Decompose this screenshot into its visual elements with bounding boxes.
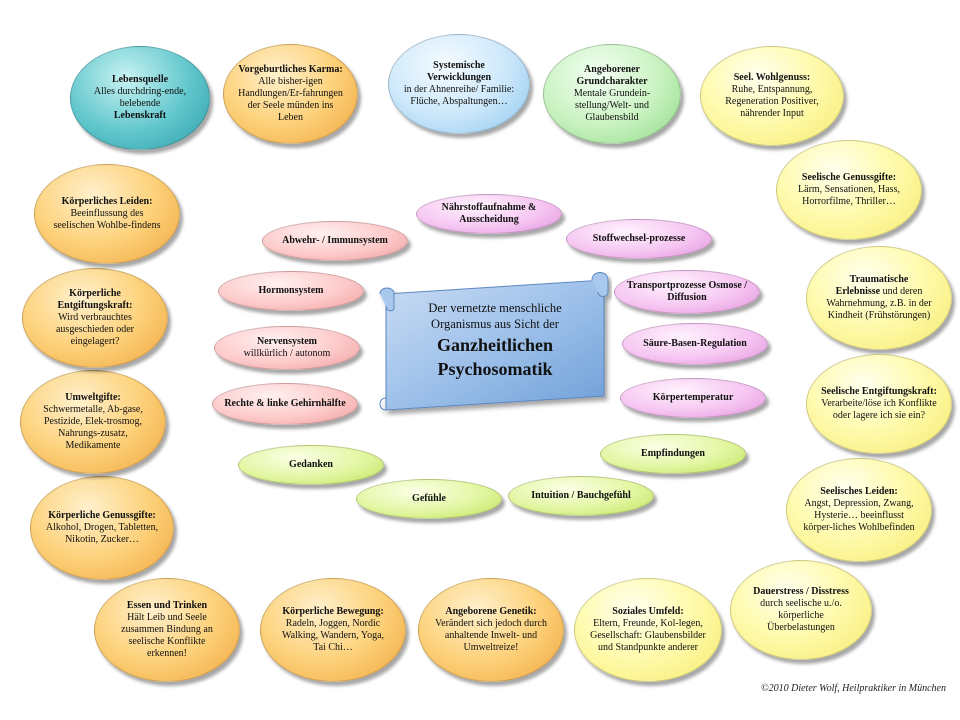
node-saeure-basen: Säure-Basen-Regulation (622, 323, 768, 365)
node-title: Seelisches Leiden: (820, 485, 898, 497)
node-traumatische-erlebnisse: Traumatische Erlebnisse und deren Wahrne… (806, 246, 952, 350)
node-title: Essen und Trinken (126, 599, 208, 611)
node-title: Vorgeburtliches Karma: (238, 63, 343, 75)
center-scroll (379, 272, 609, 411)
node-lebensquelle: Lebensquelle Alles durchdring-ende, bele… (70, 46, 210, 150)
node-title: Lebensquelle (111, 73, 169, 85)
node-title: Soziales Umfeld: (612, 605, 684, 617)
node-desc: Schwermetalle, Ab-gase, Pestizide, Elek-… (43, 403, 143, 452)
node-desc: durch seelische u./o. körperliche Überbe… (760, 597, 842, 634)
node-desc: Hält Leib und Seele zusammen Bindung an … (121, 611, 213, 660)
center-title-block: Der vernetzte menschliche Organismus aus… (386, 300, 604, 381)
node-desc: Eltern, Freunde, Kol-legen, Gesellschaft… (590, 617, 706, 654)
node-desc: Angst, Depression, Zwang, Hysterie… beei… (803, 497, 915, 534)
node-title: Körperliche Genussgifte: (48, 509, 156, 521)
node-empfindungen: Empfindungen (600, 434, 746, 474)
node-seelische-genussgifte: Seelische Genussgifte: Lärm, Sensationen… (776, 140, 922, 240)
node-title: Traumatische (849, 273, 909, 285)
node-label: Nervensystem (257, 335, 317, 347)
node-gedanken: Gedanken (238, 445, 384, 485)
node-koerperliche-genussgifte: Körperliche Genussgifte: Alkohol, Drogen… (30, 476, 174, 580)
node-desc: Lärm, Sensationen, Hass, Horrorfilme, Th… (798, 183, 900, 208)
node-transportprozesse: Transportprozesse Osmose / Diffusion (614, 270, 760, 314)
node-desc: Beeinflussung des seelischen Wohlbe-find… (53, 207, 161, 232)
node-label: Stoffwechsel-prozesse (592, 232, 686, 244)
node-title: Seelische Genussgifte: (801, 171, 897, 183)
node-title: Dauerstress / Disstress (753, 585, 849, 597)
node-koerperliches-leiden: Körperliches Leiden: Beeinflussung des s… (34, 164, 180, 264)
node-grundcharakter: Angeborener Grundcharakter Mentale Grund… (543, 44, 681, 144)
node-title: Angeborener Grundcharakter (576, 63, 648, 87)
node-label: Transportprozesse Osmose / Diffusion (626, 279, 748, 303)
node-genetik: Angeborene Genetik: Verändert sich jedoc… (418, 578, 564, 682)
node-label: Säure-Basen-Regulation (643, 337, 747, 349)
node-desc: Alles durchdring-ende, belebende (93, 85, 187, 109)
node-desc: Ruhe, Entspannung, Regeneration Positive… (725, 83, 819, 120)
node-label: Nährstoffaufnahme & Ausscheidung (441, 201, 537, 225)
node-gefuehle: Gefühle (356, 479, 502, 519)
center-title-line1: Ganzheitlichen (437, 334, 553, 355)
node-nervensystem: Nervensystem willkürlich / autonom (214, 326, 360, 370)
node-soziales-umfeld: Soziales Umfeld: Eltern, Freunde, Kol-le… (574, 578, 722, 682)
node-koerperliche-entgiftungskraft: Körperliche Entgiftungskraft: Wird verbr… (22, 268, 168, 368)
node-label: Hormonsystem (258, 284, 324, 296)
node-seelische-entgiftungskraft: Seelische Entgiftungskraft: Verarbeite/l… (806, 354, 952, 454)
node-label: Körpertemperatur (652, 391, 734, 403)
node-title: Seelische Entgiftungskraft: (821, 385, 937, 397)
node-desc: Wird verbrauchtes ausgeschieden oder ein… (55, 311, 135, 348)
node-label: Intuition / Bauchgefühl (531, 489, 631, 501)
node-gehirnhaelfte: Rechte & linke Gehirnhälfte (212, 383, 358, 425)
node-label: Rechte & linke Gehirnhälfte (224, 397, 346, 409)
node-title: Körperliche Bewegung: (282, 605, 384, 617)
center-title-line2: Psychosomatik (437, 358, 553, 379)
node-desc: Alle bisher-igen Handlungen/Er-fahrungen… (238, 75, 343, 124)
node-karma: Vorgeburtliches Karma: Alle bisher-igen … (223, 44, 358, 144)
node-desc: Mentale Grundein-stellung/Welt- und Glau… (573, 87, 651, 124)
node-title: Seel. Wohlgenuss: (733, 71, 811, 83)
node-seelisches-leiden: Seelisches Leiden: Angst, Depression, Zw… (786, 458, 932, 562)
node-hormonsystem: Hormonsystem (218, 271, 364, 311)
node-desc: Radeln, Joggen, Nordic Walking, Wandern,… (281, 617, 385, 654)
node-title: Angeborene Genetik: (445, 605, 537, 617)
center-subtitle-line2: Organismus aus Sicht der (431, 317, 559, 332)
node-label: Empfindungen (641, 447, 705, 459)
node-desc: Alkohol, Drogen, Tabletten, Nikotin, Zuc… (45, 521, 159, 546)
node-intuition: Intuition / Bauchgefühl (508, 476, 654, 516)
node-dauerstress: Dauerstress / Disstress durch seelische … (730, 560, 872, 660)
node-stoffwechsel: Stoffwechsel-prozesse (566, 219, 712, 259)
node-title: Systemische Verwicklungen (426, 59, 492, 83)
center-subtitle-line1: Der vernetzte menschliche (428, 301, 562, 315)
node-desc: Verändert sich jedoch durch anhaltende I… (435, 617, 547, 654)
node-title: Körperliche Entgiftungskraft: (57, 287, 133, 311)
node-title: Körperliches Leiden: (61, 195, 153, 207)
node-essen-trinken: Essen und Trinken Hält Leib und Seele zu… (94, 578, 240, 682)
node-desc-bold: Lebenskraft (113, 110, 167, 122)
node-title: Umweltgifte: (65, 391, 121, 403)
node-desc: und deren Wahrnehmung, z.B. in der Kindh… (826, 285, 932, 322)
node-umweltgifte: Umweltgifte: Schwermetalle, Ab-gase, Pes… (20, 370, 166, 474)
copyright: ©2010 Dieter Wolf, Heilpraktiker in Münc… (761, 683, 946, 694)
node-desc: Verarbeite/löse ich Konflikte oder lager… (821, 397, 937, 422)
node-label: Gedanken (289, 458, 333, 470)
node-koerpertemperatur: Körpertemperatur (620, 378, 766, 418)
node-label: Gefühle (412, 492, 446, 504)
node-naehrstoffaufnahme: Nährstoffaufnahme & Ausscheidung (416, 194, 562, 234)
node-systemische-verwicklungen: Systemische Verwicklungen in der Ahnenre… (388, 34, 530, 134)
node-desc: willkürlich / autonom (243, 348, 331, 359)
node-title-2: Erlebnisse (835, 285, 881, 297)
node-bewegung: Körperliche Bewegung: Radeln, Joggen, No… (260, 578, 406, 682)
node-abwehrsystem: Abwehr- / Immunsystem (262, 221, 408, 261)
node-wohlgenuss: Seel. Wohlgenuss: Ruhe, Entspannung, Reg… (700, 46, 844, 146)
node-label: Abwehr- / Immunsystem (282, 234, 388, 246)
node-desc: in der Ahnenreihe/ Familie: Flüche, Absp… (403, 84, 515, 108)
